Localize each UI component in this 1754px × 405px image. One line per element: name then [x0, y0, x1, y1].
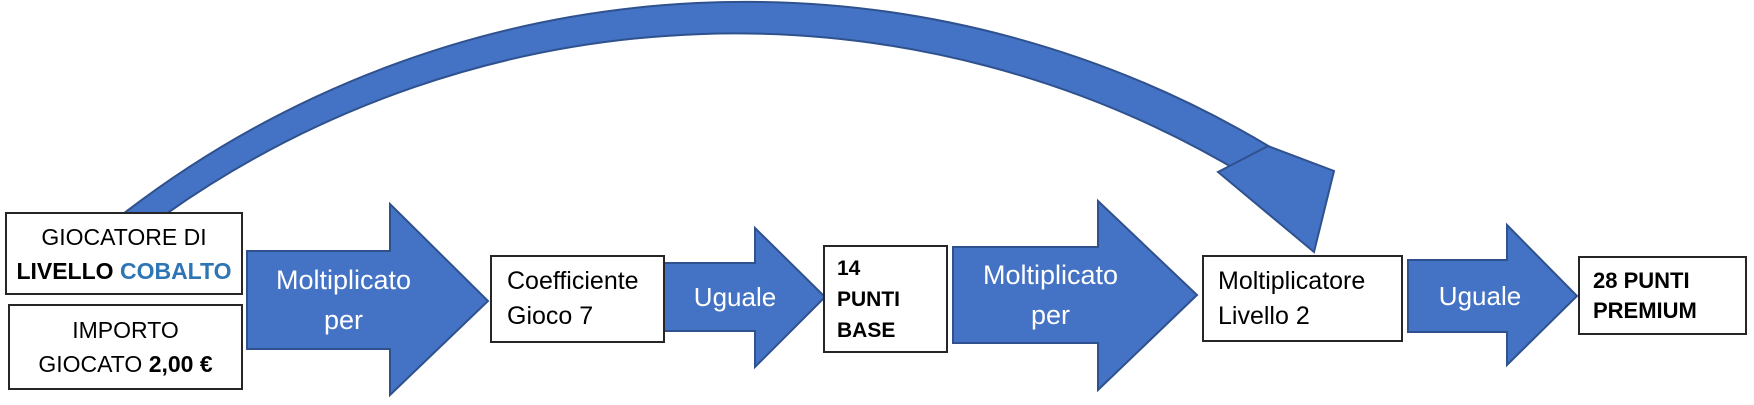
player-level-line1: GIOCATORE DI	[41, 223, 207, 250]
loop-arrow-head-icon	[1216, 144, 1336, 254]
level-multiplier-line1: Moltiplicatore	[1218, 266, 1366, 295]
equals-arrow-1-shape	[662, 225, 827, 370]
base-points-box: 14 PUNTI BASE	[823, 245, 948, 353]
player-level-line2: LIVELLO COBALTO	[16, 254, 231, 288]
game-coefficient-box: Coefficiente Gioco 7	[490, 255, 665, 343]
bet-amount-value: 2,00 €	[148, 351, 213, 377]
equals-arrow-2-shape	[1407, 222, 1579, 368]
loop-arrow-band-icon	[120, 0, 1291, 215]
bet-amount-box: IMPORTO GIOCATO 2,00 €	[8, 304, 243, 390]
game-coefficient-line2: Gioco 7	[507, 302, 594, 330]
game-coefficient-line1: Coefficiente	[507, 267, 639, 295]
base-points-value: 14	[837, 256, 861, 280]
multiply-arrow-1-shape	[246, 201, 490, 398]
level-value: COBALTO	[119, 257, 232, 284]
level-multiplier-box: Moltiplicatore Livello 2	[1202, 255, 1403, 342]
player-level-box: GIOCATORE DI LIVELLO COBALTO	[5, 212, 243, 295]
bet-amount-line1: IMPORTO	[72, 317, 179, 343]
multiply-arrow-2-shape	[952, 198, 1199, 393]
base-points-line2: PUNTI	[837, 287, 900, 311]
premium-points-line2: PREMIUM	[1593, 297, 1697, 323]
premium-points-line1: 28 PUNTI	[1593, 267, 1690, 293]
base-points-line3: BASE	[837, 318, 896, 342]
bet-amount-label: GIOCATO	[38, 351, 143, 377]
bet-amount-line2: GIOCATO 2,00 €	[38, 347, 212, 381]
level-multiplier-line2: Livello 2	[1218, 301, 1310, 330]
premium-points-box: 28 PUNTI PREMIUM	[1578, 256, 1747, 335]
level-label: LIVELLO	[16, 257, 114, 284]
